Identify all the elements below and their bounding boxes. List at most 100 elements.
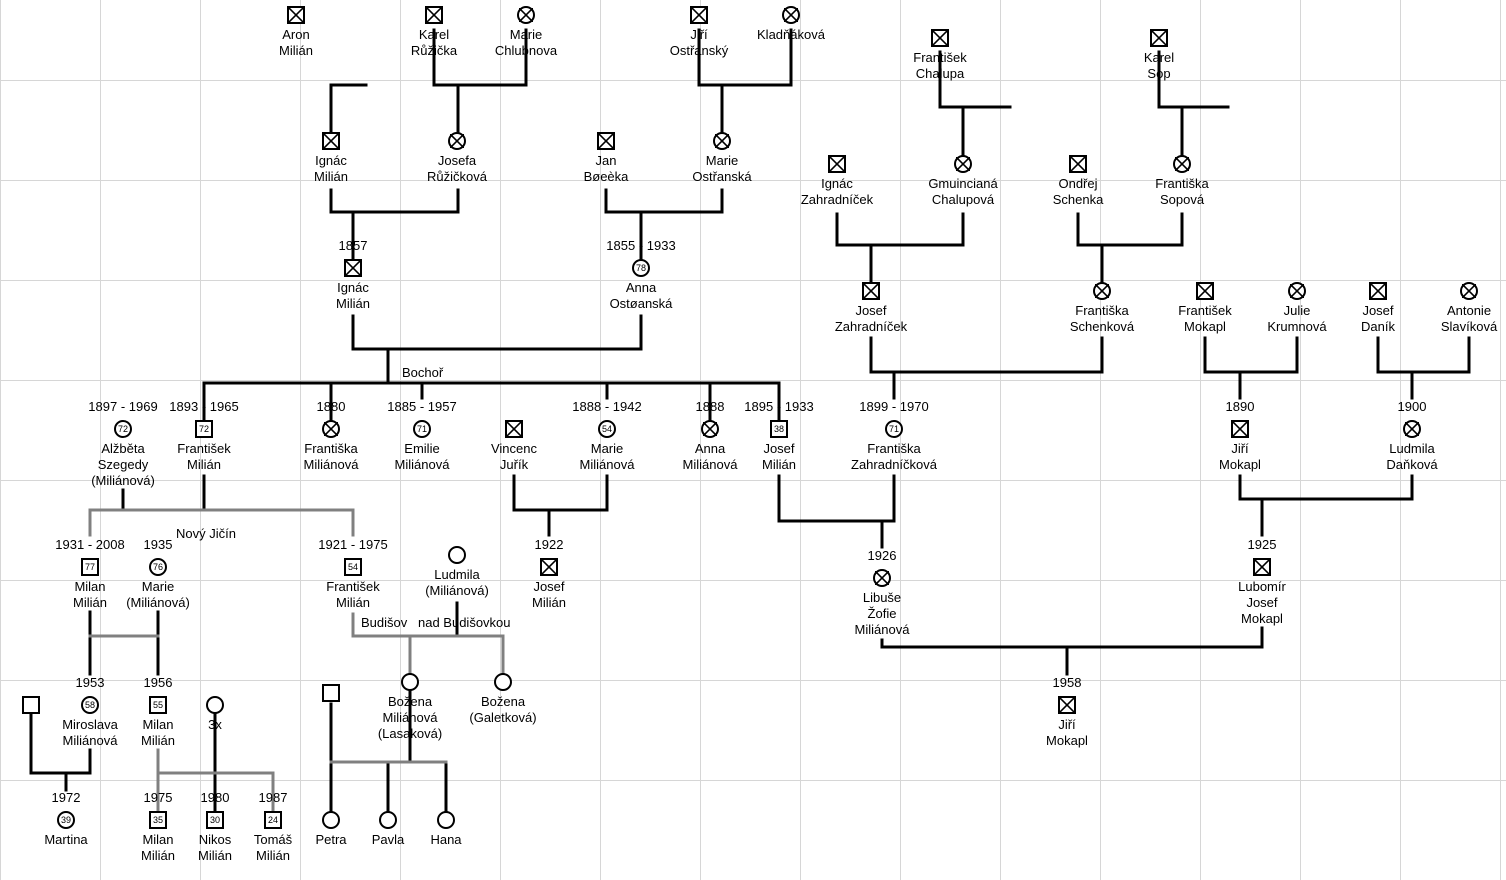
age-badge: 39: [60, 814, 71, 825]
name-line: Zahradníčková: [851, 457, 937, 472]
name-line: Milián: [532, 595, 566, 610]
age-badge: 38: [773, 423, 784, 434]
deceased-cross-icon: [692, 8, 706, 22]
male-square-icon: 30: [206, 811, 224, 829]
name-line: Gmuincianá: [928, 176, 998, 191]
name-line: Ostřanský: [669, 43, 729, 58]
name-line: Ostøanská: [609, 296, 673, 311]
name-line: Milián: [279, 43, 313, 58]
female-circle-icon: [322, 420, 340, 438]
name-line: Antonie: [1446, 303, 1492, 318]
name-line: Marie: [141, 579, 175, 594]
deceased-cross-icon: [450, 134, 464, 148]
deceased-cross-icon: [956, 157, 970, 171]
male-square-icon: [540, 558, 558, 576]
female-circle-icon: [379, 811, 397, 829]
life-years: 1931 - 2008: [55, 537, 125, 552]
female-circle-icon: [206, 696, 224, 714]
life-years: 1972: [51, 790, 81, 805]
male-square-icon: 55: [149, 696, 167, 714]
place-label-novy-jicin: Nový Jičín: [176, 526, 236, 541]
male-square-icon: [931, 29, 949, 47]
deceased-cross-icon: [1198, 284, 1212, 298]
name-line: Miliánová: [579, 457, 635, 472]
name-line: Ludmila: [434, 567, 480, 582]
name-line: (Lasaková): [377, 726, 443, 741]
name-line: Josef: [763, 441, 795, 456]
deceased-cross-icon: [1095, 284, 1109, 298]
male-square-icon: [22, 696, 40, 714]
life-years: 1899 - 1970: [859, 399, 929, 414]
name-line: Kladňáková: [757, 27, 825, 42]
name-line: Milián: [73, 595, 107, 610]
female-circle-icon: [1460, 282, 1478, 300]
female-circle-icon: [701, 420, 719, 438]
deceased-cross-icon: [599, 134, 613, 148]
name-line: Jan: [595, 153, 617, 168]
name-line: Milián: [256, 848, 290, 863]
name-line: Zahradníček: [834, 319, 908, 334]
name-line: Milan: [74, 579, 106, 594]
name-line: Mokapl: [1184, 319, 1226, 334]
deceased-cross-icon: [427, 8, 441, 22]
deceased-cross-icon: [1255, 560, 1269, 574]
name-line: 3x: [208, 717, 222, 732]
name-line: František: [913, 50, 967, 65]
life-years: 1880: [316, 399, 346, 414]
name-line: Mokapl: [1241, 611, 1283, 626]
name-line: Josefa: [437, 153, 477, 168]
name-line: Schenka: [1052, 192, 1104, 207]
male-square-icon: [828, 155, 846, 173]
name-line: Mokapl: [1046, 733, 1088, 748]
life-years: 1890: [1225, 399, 1255, 414]
female-circle-icon: [437, 811, 455, 829]
name-line: Milián: [141, 733, 175, 748]
name-line: (Galetková): [469, 710, 537, 725]
age-badge: 35: [152, 814, 163, 825]
name-line: Ludmila: [1389, 441, 1435, 456]
deceased-cross-icon: [1290, 284, 1304, 298]
male-square-icon: 72: [195, 420, 213, 438]
name-line: Milián: [198, 848, 232, 863]
person-name: Marie(Miliánová): [88, 579, 228, 611]
person-name: 3x: [145, 717, 285, 733]
name-line: Josef: [533, 579, 565, 594]
deceased-cross-icon: [1371, 284, 1385, 298]
life-years: 1895 - 1933: [744, 399, 814, 414]
name-line: Josef: [855, 303, 887, 318]
name-line: Libuše: [862, 590, 902, 605]
name-line: Josef: [1246, 595, 1278, 610]
male-square-icon: [1231, 420, 1249, 438]
life-years: 1885 - 1957: [387, 399, 457, 414]
male-square-icon: [597, 132, 615, 150]
female-circle-icon: 72: [114, 420, 132, 438]
male-square-icon: [1069, 155, 1087, 173]
male-square-icon: [1196, 282, 1214, 300]
age-badge: 24: [267, 814, 278, 825]
deceased-cross-icon: [346, 261, 360, 275]
female-circle-icon: [1173, 155, 1191, 173]
name-line: Mokapl: [1219, 457, 1261, 472]
male-square-icon: 54: [344, 558, 362, 576]
name-line: Vincenc: [490, 441, 537, 456]
name-line: Miliánová: [854, 622, 910, 637]
life-years: 1888: [695, 399, 725, 414]
name-line: (Miliánová): [425, 583, 489, 598]
female-circle-icon: 39: [57, 811, 75, 829]
